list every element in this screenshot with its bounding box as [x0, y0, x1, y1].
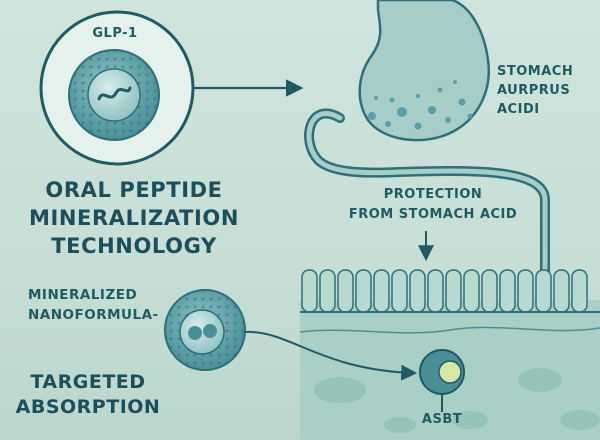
title-line: MINERALIZATION: [28, 206, 240, 230]
mineralized-label-line: NANOFORMULA-: [28, 307, 159, 323]
targeted-absorption-label: TARGETED ABSORPTION: [6, 370, 170, 420]
title-line: TECHNOLOGY: [51, 234, 217, 258]
mineralized-particle: [164, 289, 246, 371]
intestinal-tissue: [299, 269, 600, 440]
protection-label-line: FROM STOMACH ACID: [348, 207, 518, 222]
targeted-label-line: TARGETED: [30, 371, 146, 393]
asbt-label: ASBT: [421, 412, 463, 427]
targeted-label-line: ABSORPTION: [15, 396, 161, 418]
protection-label: PROTECTION FROM STOMACH ACID: [328, 185, 538, 225]
protection-label-line: PROTECTION: [383, 187, 483, 202]
arrow-to-asbt: [244, 330, 418, 381]
glp1-label: GLP-1: [92, 26, 138, 41]
stomach-label-line: AURPRUS: [497, 83, 571, 98]
stomach-label-line: STOMACH: [497, 64, 574, 79]
asbt-transporter: [419, 349, 465, 412]
stomach-label-line: ACIDI: [497, 102, 540, 117]
mineralized-label-line: MINERALIZED: [28, 287, 138, 303]
page-title: ORAL PEPTIDE MINERALIZATION TECHNOLOGY: [14, 176, 254, 260]
title-line: ORAL PEPTIDE: [45, 178, 223, 202]
stomach-label: STOMACH AURPRUS ACIDI: [497, 62, 573, 119]
mineralized-label: MINERALIZED NANOFORMULA-: [28, 285, 159, 325]
glp1-inset: [39, 10, 195, 166]
